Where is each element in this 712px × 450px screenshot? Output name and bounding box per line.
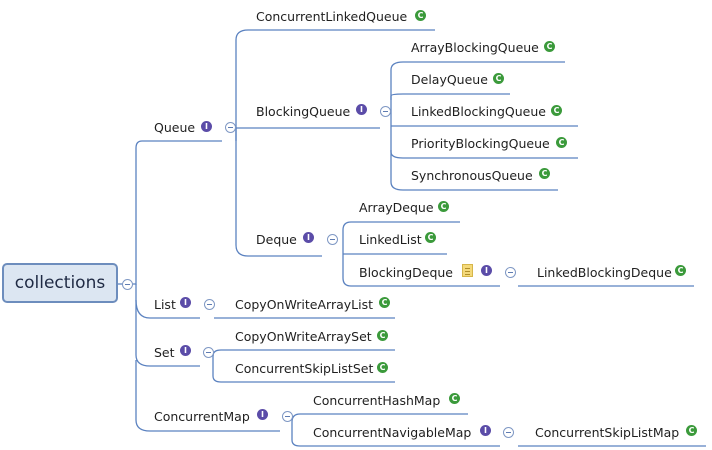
interface-badge-icon: I (481, 265, 492, 276)
class-badge-icon: C (377, 362, 388, 373)
collapse-toggle-set[interactable] (203, 347, 214, 358)
interface-badge-icon: I (257, 409, 268, 420)
node-list[interactable]: List (154, 297, 176, 312)
class-badge-icon: C (438, 201, 449, 212)
class-badge-icon: C (415, 10, 426, 21)
node-concurrent-hash-map[interactable]: ConcurrentHashMap (313, 393, 441, 408)
node-concurrent-linked-queue[interactable]: ConcurrentLinkedQueue (256, 9, 408, 24)
node-copy-on-write-array-set[interactable]: CopyOnWriteArraySet (235, 329, 372, 344)
class-badge-icon: C (425, 232, 436, 243)
root-node-collections[interactable]: collections (2, 263, 118, 303)
node-concurrent-skip-list-map[interactable]: ConcurrentSkipListMap (535, 425, 680, 440)
node-queue[interactable]: Queue (154, 120, 196, 135)
node-blocking-deque[interactable]: BlockingDeque (359, 265, 454, 280)
collapse-toggle-deque[interactable] (327, 234, 338, 245)
collapse-toggle-blocking-deque[interactable] (505, 267, 516, 278)
collapse-toggle-concurrent-map[interactable] (282, 411, 293, 422)
interface-badge-icon: I (201, 121, 212, 132)
interface-badge-icon: I (180, 345, 191, 356)
interface-badge-icon: I (356, 104, 367, 115)
node-linked-list[interactable]: LinkedList (359, 232, 422, 247)
class-badge-icon: C (544, 41, 555, 52)
interface-badge-icon: I (303, 232, 314, 243)
class-badge-icon: C (686, 425, 697, 436)
class-badge-icon: C (379, 297, 390, 308)
interface-badge-icon: I (180, 297, 191, 308)
class-badge-icon: C (539, 168, 550, 179)
node-concurrent-skip-list-set[interactable]: ConcurrentSkipListSet (235, 361, 374, 376)
collapse-toggle-concurrent-navigable-map[interactable] (503, 427, 514, 438)
class-badge-icon: C (493, 73, 504, 84)
node-deque[interactable]: Deque (256, 232, 297, 247)
node-linked-blocking-queue[interactable]: LinkedBlockingQueue (411, 104, 546, 119)
interface-badge-icon: I (480, 425, 491, 436)
node-array-blocking-queue[interactable]: ArrayBlockingQueue (411, 40, 539, 55)
node-delay-queue[interactable]: DelayQueue (411, 72, 488, 87)
node-synchronous-queue[interactable]: SynchronousQueue (411, 168, 533, 183)
node-concurrent-navigable-map[interactable]: ConcurrentNavigableMap (313, 425, 472, 440)
node-blocking-queue[interactable]: BlockingQueue (256, 104, 351, 119)
node-copy-on-write-array-list[interactable]: CopyOnWriteArrayList (235, 297, 373, 312)
class-badge-icon: C (556, 137, 567, 148)
class-badge-icon: C (551, 105, 562, 116)
node-array-deque[interactable]: ArrayDeque (359, 200, 434, 215)
class-badge-icon: C (377, 330, 388, 341)
collapse-toggle-root[interactable] (122, 279, 133, 290)
collapse-toggle-queue[interactable] (225, 122, 236, 133)
node-priority-blocking-queue[interactable]: PriorityBlockingQueue (411, 136, 550, 151)
class-badge-icon: C (449, 393, 460, 404)
node-concurrent-map[interactable]: ConcurrentMap (154, 409, 250, 424)
class-badge-icon: C (675, 265, 686, 276)
collapse-toggle-list[interactable] (204, 299, 215, 310)
node-set[interactable]: Set (154, 345, 175, 360)
node-linked-blocking-deque[interactable]: LinkedBlockingDeque (537, 265, 672, 280)
note-icon[interactable] (462, 264, 473, 277)
collapse-toggle-blocking-queue[interactable] (380, 106, 391, 117)
